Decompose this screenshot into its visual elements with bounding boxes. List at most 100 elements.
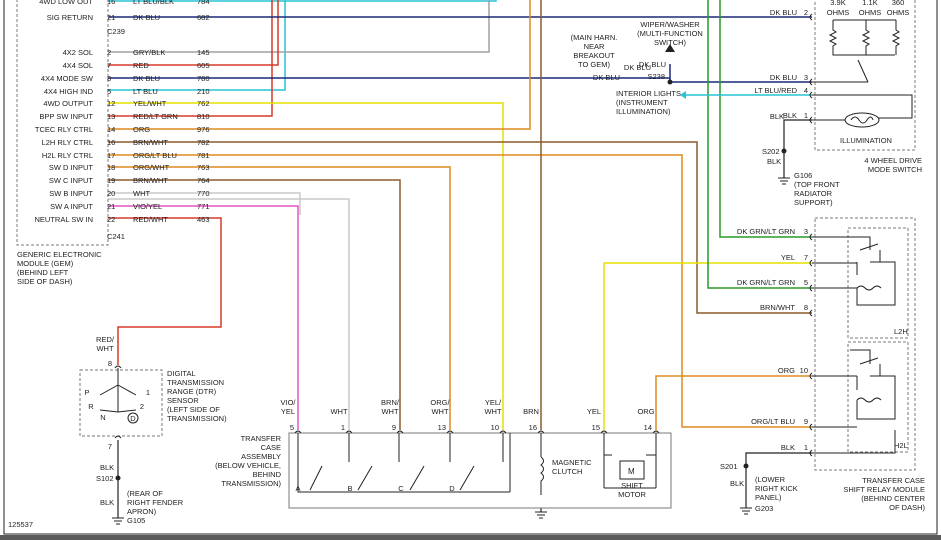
gem-wire-color: BRN/WHT bbox=[133, 176, 168, 185]
main-harness-caption-line-1: NEAR bbox=[584, 42, 605, 51]
relay-wire-label: ORG bbox=[778, 366, 795, 375]
gem-wire-color: RED/WHT bbox=[133, 215, 168, 224]
relay-pin-arc bbox=[809, 309, 813, 317]
s238-splice-dot bbox=[667, 79, 673, 85]
mode-switch-pin-arc bbox=[809, 78, 813, 86]
wiper-caption-line-1: (MULTI-FUNCTION bbox=[637, 29, 703, 38]
gem-pin-number: 18 bbox=[107, 163, 115, 172]
wire-red-ltgrn-810 bbox=[108, 0, 273, 117]
motor-label-line-0: SHIFT bbox=[621, 481, 643, 490]
wire-gry-blk-145 bbox=[108, 0, 490, 53]
dtr-wire-top: WHT bbox=[96, 344, 113, 353]
g105-wire-label-2: BLK bbox=[100, 498, 114, 507]
s238-wire-out: DK BLU bbox=[593, 73, 620, 82]
gem-wire-color: DK BLU bbox=[133, 74, 160, 83]
dtr-caption-line-3: SENSOR bbox=[167, 396, 199, 405]
interior-lights-arrow bbox=[680, 91, 686, 99]
illumination-label: ILLUMINATION bbox=[840, 136, 892, 145]
gem-connector-top: C239 bbox=[107, 27, 125, 36]
gem-wire-circuit: 605 bbox=[197, 61, 210, 70]
gem-wire-circuit: 784 bbox=[197, 0, 210, 6]
gem-module-box bbox=[16, 0, 109, 246]
tc-ground-icon bbox=[535, 511, 547, 519]
gem-pin-number: 17 bbox=[107, 151, 115, 160]
tc-pin-number: 1 bbox=[341, 423, 345, 432]
s102-label: S102 bbox=[96, 474, 114, 483]
tc-caption-line-4: BEHIND bbox=[253, 470, 282, 479]
wire-dk-grn-lt-grn-5 bbox=[707, 0, 812, 289]
tc-wire-label: WHT bbox=[431, 407, 448, 416]
dtr-pin-bottom: 7 bbox=[108, 442, 112, 451]
gem-caption-line-3: SIDE OF DASH) bbox=[17, 277, 73, 286]
tc-wire-label: WHT bbox=[330, 407, 347, 416]
ohm-value: 1.1K bbox=[862, 0, 877, 7]
tc-wire-label: BRN/ bbox=[381, 398, 400, 407]
tc-wire-label: YEL/ bbox=[485, 398, 502, 407]
tc-wire-label: ORG bbox=[637, 407, 654, 416]
gem-pin-number: 12 bbox=[107, 99, 115, 108]
tc-wire-label: ORG/ bbox=[430, 398, 450, 407]
relay-pin-number: 3 bbox=[804, 227, 808, 236]
tc-pin-number: 16 bbox=[529, 423, 537, 432]
mode-switch-resistors bbox=[812, 19, 901, 83]
mode-switch-caption-line-1: MODE SWITCH bbox=[868, 165, 922, 174]
gem-pin-number: 20 bbox=[107, 189, 115, 198]
ohm-value: 3.9K bbox=[830, 0, 845, 7]
wire-lt-blu-blk-784 bbox=[108, 0, 497, 2]
wire-red-605 bbox=[108, 0, 279, 66]
dtr-internals bbox=[99, 368, 139, 424]
main-harness-caption-line-0: (MAIN HARN. bbox=[571, 33, 618, 42]
diagram-id: 125537 bbox=[8, 520, 33, 529]
interior-lights-caption-line-1: (INSTRUMENT bbox=[616, 98, 668, 107]
gem-pin-label: SW C INPUT bbox=[49, 176, 94, 185]
gem-wire-circuit: 210 bbox=[197, 87, 210, 96]
gem-pin-number: 16 bbox=[107, 138, 115, 147]
wire-lt-blu-210 bbox=[108, 0, 286, 91]
tc-pin-arc bbox=[499, 430, 507, 434]
wire-blk-g203 bbox=[745, 452, 812, 508]
dtr-position: 1 bbox=[146, 388, 150, 397]
gem-pin-label: H2L RLY CTRL bbox=[42, 151, 93, 160]
ohm-value: 360 bbox=[892, 0, 905, 7]
ground-g105-icon bbox=[112, 517, 124, 525]
mode-switch-caption-line-0: 4 WHEEL DRIVE bbox=[864, 156, 922, 165]
dtr-caption-line-2: RANGE (DTR) bbox=[167, 387, 217, 396]
mode-switch-pin-arc bbox=[809, 91, 813, 99]
wire-wht-770-b bbox=[108, 198, 350, 430]
g105-caption-line-1: RIGHT FENDER bbox=[127, 498, 184, 507]
tc-pin-arc bbox=[396, 430, 404, 434]
motor-body bbox=[619, 460, 645, 480]
gem-wire-color: ORG/WHT bbox=[133, 163, 170, 172]
tc-pin-number: 5 bbox=[290, 423, 294, 432]
mode-switch-pin-arc bbox=[809, 13, 813, 21]
g106-caption-line-0: G106 bbox=[794, 171, 812, 180]
tc-pin-number: 13 bbox=[438, 423, 446, 432]
dtr-sensor-box bbox=[79, 369, 163, 437]
dtr-caption-line-1: TRANSMISSION bbox=[167, 378, 224, 387]
wire-org-976 bbox=[108, 0, 531, 130]
gem-pin-number: 19 bbox=[107, 176, 115, 185]
gem-wire-color: LT BLU bbox=[133, 87, 158, 96]
mode-switch-pin-arc bbox=[809, 116, 813, 124]
gem-wire-circuit: 764 bbox=[197, 176, 210, 185]
gem-wire-circuit: 145 bbox=[197, 48, 210, 57]
relay-module-box bbox=[814, 217, 916, 471]
dtr-caption-line-5: TRANSMISSION) bbox=[167, 414, 227, 423]
g203-label: G203 bbox=[755, 504, 773, 513]
tc-wire-label: BRN bbox=[523, 407, 539, 416]
tc-caption-line-1: CASE bbox=[261, 443, 281, 452]
relay-pin-number: 1 bbox=[804, 443, 808, 452]
tc-caption-line-2: ASSEMBLY bbox=[241, 452, 281, 461]
wire-org-wht-763 bbox=[108, 166, 451, 430]
g203-caption-line-2: PANEL) bbox=[755, 493, 782, 502]
gem-pin-number: 7 bbox=[107, 61, 111, 70]
gem-wire-color: LT BLU/BLK bbox=[133, 0, 174, 6]
gem-pin-number: 2 bbox=[107, 48, 111, 57]
